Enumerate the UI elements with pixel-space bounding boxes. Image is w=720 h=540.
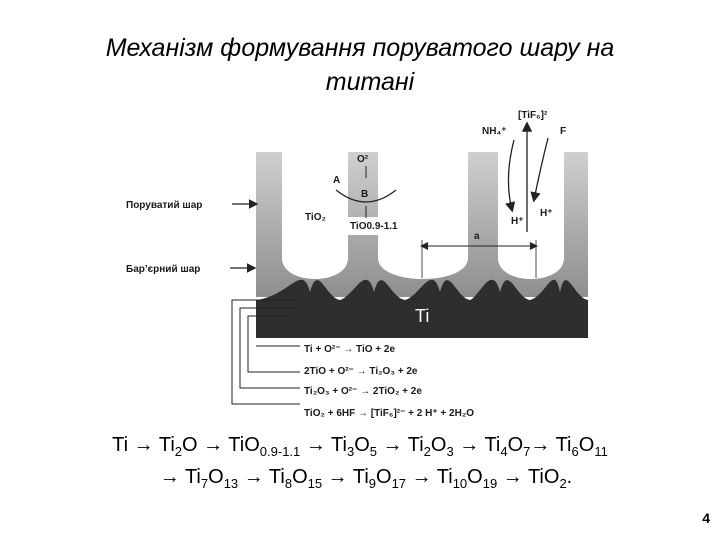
- connector-middle: [239, 307, 300, 389]
- pore-1: [282, 150, 348, 279]
- equation-text: O: [578, 434, 595, 456]
- equation-subscript: 2: [559, 476, 567, 491]
- equation-text: → Ti: [300, 434, 347, 456]
- slide-title-line-2: титані: [325, 68, 415, 96]
- equation-text: O: [354, 434, 370, 456]
- slide-title-line-1: Механізм формування поруватого шару на: [105, 34, 615, 62]
- connector-inner: [247, 315, 300, 373]
- equation-text: → Ti: [406, 466, 453, 488]
- equation-subscript: 9: [368, 476, 376, 491]
- oxide-sequence-line-2: → Ti7O13 → Ti8O15 → Ti9O17 → Ti10O19 → T…: [6, 466, 720, 491]
- interface-arc: [335, 189, 397, 203]
- equation-subscript: 2: [174, 444, 182, 459]
- tio-label: TiO0.9-1.1: [350, 221, 398, 232]
- equation-text: → Ti: [376, 434, 424, 456]
- tif6-label: [TiF₆]²: [518, 110, 548, 121]
- equation-text: O → TiO: [182, 434, 260, 456]
- equation-text: O: [430, 434, 447, 456]
- point-a-label: A: [333, 175, 340, 186]
- page-number: 4: [702, 510, 710, 526]
- equation-text: → Ti: [159, 466, 201, 488]
- equation-text: O: [376, 466, 392, 488]
- equation-text: .: [566, 466, 573, 488]
- equation-subscript: 6: [571, 444, 579, 459]
- equation-text: → Ti: [238, 466, 285, 488]
- oxide-sequence-line-1: Ti → Ti2O → TiO0.9-1.1 → Ti3O5 → Ti2O3 →…: [0, 434, 720, 459]
- equation-subscript: 11: [594, 444, 608, 459]
- equation-subscript: 15: [307, 476, 323, 491]
- equation-text: → Ti: [530, 434, 572, 456]
- pore-3: [498, 150, 564, 279]
- equation-subscript: 13: [223, 476, 239, 491]
- equation-text: Ti → Ti: [112, 434, 175, 456]
- reaction-connectors: [231, 299, 300, 405]
- reaction-3: Ti₂O₃ + O²⁻ → 2TiO₂ + 2e: [304, 386, 422, 397]
- equation-text: O: [467, 466, 483, 488]
- pore-width-label: a: [474, 231, 480, 242]
- reaction-2: 2TiO + O²⁻ → Ti₂O₃ + 2e: [304, 366, 418, 377]
- equation-subscript: 5: [369, 444, 377, 459]
- ti-substrate-label: Ti: [415, 306, 429, 326]
- f-label: F: [560, 126, 566, 137]
- nh4-label: NH₄⁺: [482, 126, 507, 137]
- pore-2: [378, 150, 468, 279]
- equation-subscript: 4: [500, 444, 508, 459]
- equation-text: O: [292, 466, 308, 488]
- tio-label-box: [348, 217, 388, 235]
- h-plus-inner-label: H⁺: [511, 216, 524, 227]
- f-flux-arrow: [530, 137, 549, 203]
- titanium-substrate: [256, 279, 588, 338]
- reaction-1: Ti + O²⁻ → TiO + 2e: [304, 344, 395, 355]
- equation-subscript: 3: [446, 444, 454, 459]
- point-b-label: B: [361, 189, 368, 200]
- porous-layer-label: Поруватий шар: [126, 200, 202, 211]
- nh4-flux-arrow: [505, 139, 516, 213]
- reaction-4: TiO₂ + 6HF → [TiF₆]²⁻ + 2 H⁺ + 2H₂O: [304, 408, 474, 419]
- barrier-layer-label: Бар’єрний шар: [126, 264, 200, 275]
- tio2-label: TiO₂: [305, 212, 326, 223]
- equation-text: O: [507, 434, 524, 456]
- equation-subscript: 17: [391, 476, 407, 491]
- equation-text: O: [208, 466, 224, 488]
- equation-subscript: 0.9-1.1: [259, 444, 301, 459]
- equation-subscript: 7: [200, 476, 209, 491]
- equation-text: → TiO: [497, 466, 560, 488]
- connector-outer: [231, 299, 300, 405]
- equation-subscript: 7: [523, 444, 531, 459]
- equation-text: → Ti: [453, 434, 501, 456]
- equation-subscript: 2: [423, 444, 431, 459]
- o2-label: O²: [357, 154, 369, 165]
- equation-text: → Ti: [322, 466, 369, 488]
- equation-subscript: 8: [284, 476, 293, 491]
- equation-subscript: 10: [452, 476, 468, 491]
- equation-subscript: 19: [482, 476, 498, 491]
- h-plus-outer-label: H⁺: [540, 208, 553, 219]
- equation-subscript: 3: [346, 444, 355, 459]
